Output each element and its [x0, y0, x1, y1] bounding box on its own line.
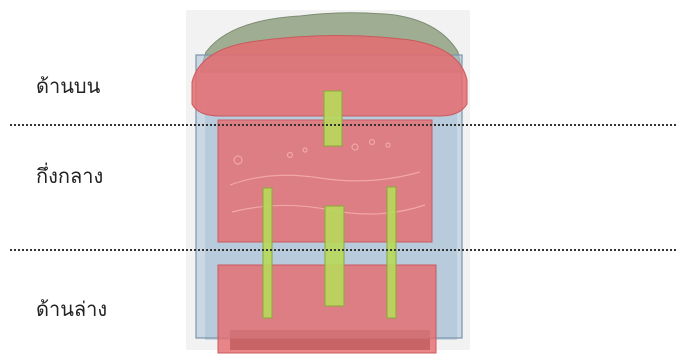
marker-center-lower	[325, 206, 344, 306]
divider-top-middle	[10, 124, 676, 126]
section-label-middle: กึ่งกลาง	[36, 160, 103, 192]
marker-top-center	[324, 91, 342, 146]
section-label-top: ด้านบน	[36, 70, 100, 102]
section-label-bottom: ด้านล่าง	[36, 293, 107, 325]
marker-left	[263, 188, 272, 318]
divider-middle-bottom	[10, 249, 676, 251]
marker-right	[387, 187, 396, 318]
